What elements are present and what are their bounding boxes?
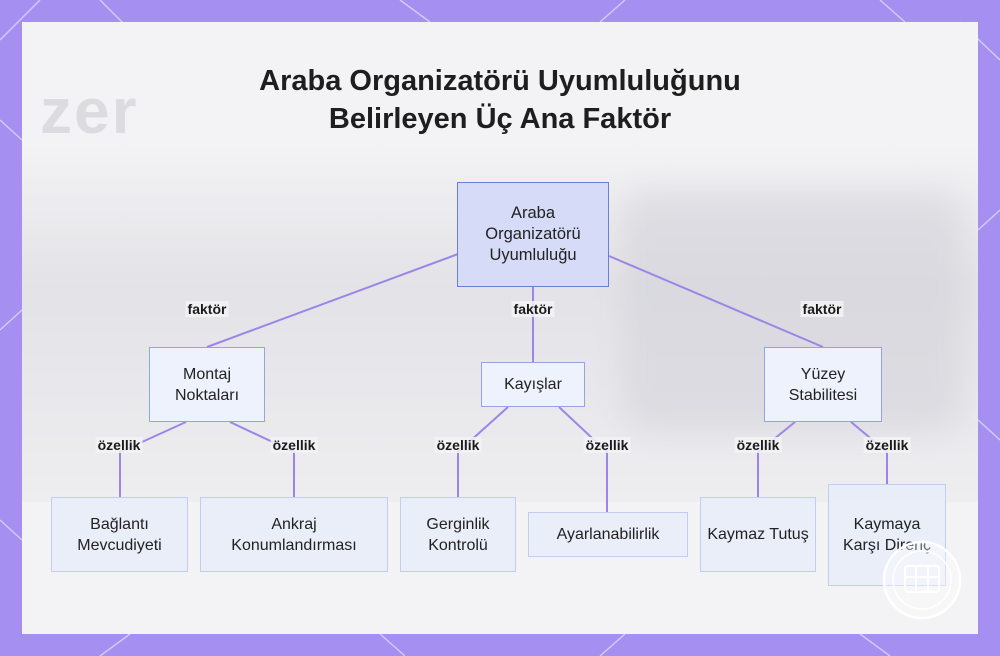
watermark-logo-icon — [881, 539, 963, 621]
edge-yuzey-kaymaz — [758, 422, 795, 497]
node-kayislar: Kayışlar — [481, 362, 585, 407]
node-ayarlanabilirlik: Ayarlanabilirlik — [528, 512, 688, 557]
node-kaymaz-label: Kaymaz Tutuş — [707, 524, 808, 545]
edge-montaj-baglanti — [120, 422, 186, 497]
edge-root-yuzey — [609, 256, 823, 347]
edge-label-ozellik-2: özellik — [271, 437, 318, 453]
edge-label-faktor-right: faktör — [801, 301, 844, 317]
node-yuzey: Yüzey Stabilitesi — [764, 347, 882, 422]
edge-montaj-ankraj — [230, 422, 294, 497]
edge-yuzey-kaymaya — [851, 422, 887, 484]
edge-label-ozellik-6: özellik — [864, 437, 911, 453]
node-ankraj-label: Ankraj Konumlandırması — [207, 514, 381, 556]
edge-label-ozellik-4: özellik — [584, 437, 631, 453]
node-yuzey-label: Yüzey Stabilitesi — [771, 364, 875, 406]
edge-root-montaj — [207, 254, 458, 347]
node-kayislar-label: Kayışlar — [504, 374, 562, 395]
edge-label-faktor-center: faktör — [512, 301, 555, 317]
edge-label-faktor-left: faktör — [186, 301, 229, 317]
node-root: Araba Organizatörü Uyumluluğu — [457, 182, 609, 287]
node-baglanti-label: Bağlantı Mevcudiyeti — [58, 514, 181, 556]
edge-kayislar-ayarlanabilirlik — [559, 407, 607, 512]
node-gerginlik-label: Gerginlik Kontrolü — [407, 514, 509, 556]
edge-label-ozellik-5: özellik — [735, 437, 782, 453]
node-baglanti: Bağlantı Mevcudiyeti — [51, 497, 188, 572]
edge-label-ozellik-1: özellik — [96, 437, 143, 453]
node-ayarlanabilirlik-label: Ayarlanabilirlik — [557, 524, 660, 545]
node-gerginlik: Gerginlik Kontrolü — [400, 497, 516, 572]
node-montaj-label: Montaj Noktaları — [156, 364, 258, 406]
node-root-label: Araba Organizatörü Uyumluluğu — [464, 203, 602, 266]
edge-label-ozellik-3: özellik — [435, 437, 482, 453]
node-ankraj: Ankraj Konumlandırması — [200, 497, 388, 572]
node-kaymaz: Kaymaz Tutuş — [700, 497, 816, 572]
node-montaj: Montaj Noktaları — [149, 347, 265, 422]
